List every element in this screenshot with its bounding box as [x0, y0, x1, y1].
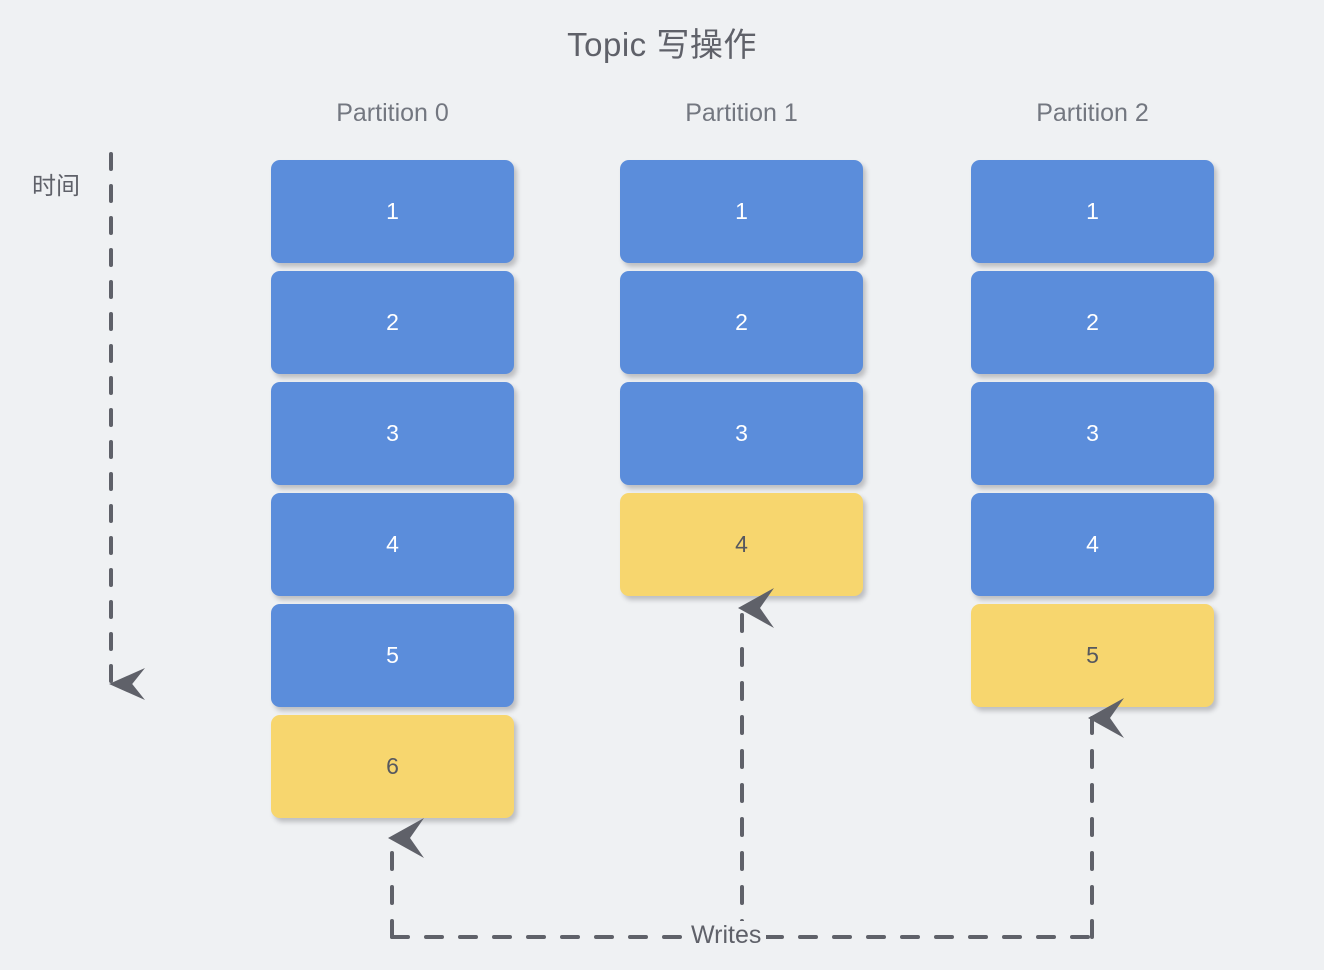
message-box: 3 — [620, 382, 863, 485]
time-axis-label: 时间 — [32, 173, 80, 200]
message-box: 1 — [271, 160, 514, 263]
message-box: 2 — [620, 271, 863, 374]
message-box: 5 — [971, 604, 1214, 707]
message-box: 4 — [271, 493, 514, 596]
partition-header-2: Partition 2 — [1036, 99, 1149, 127]
message-box: 4 — [620, 493, 863, 596]
message-box: 3 — [971, 382, 1214, 485]
message-box: 2 — [971, 271, 1214, 374]
message-box: 6 — [271, 715, 514, 818]
message-box: 4 — [971, 493, 1214, 596]
message-box: 1 — [620, 160, 863, 263]
page-title: Topic 写操作 — [567, 26, 757, 63]
message-box: 1 — [971, 160, 1214, 263]
partition-header-1: Partition 1 — [685, 99, 798, 127]
time-axis-arrow — [109, 152, 145, 700]
partition-header-0: Partition 0 — [336, 99, 449, 127]
writes-label: Writes — [686, 921, 767, 950]
message-box: 3 — [271, 382, 514, 485]
message-box: 2 — [271, 271, 514, 374]
message-box: 5 — [271, 604, 514, 707]
